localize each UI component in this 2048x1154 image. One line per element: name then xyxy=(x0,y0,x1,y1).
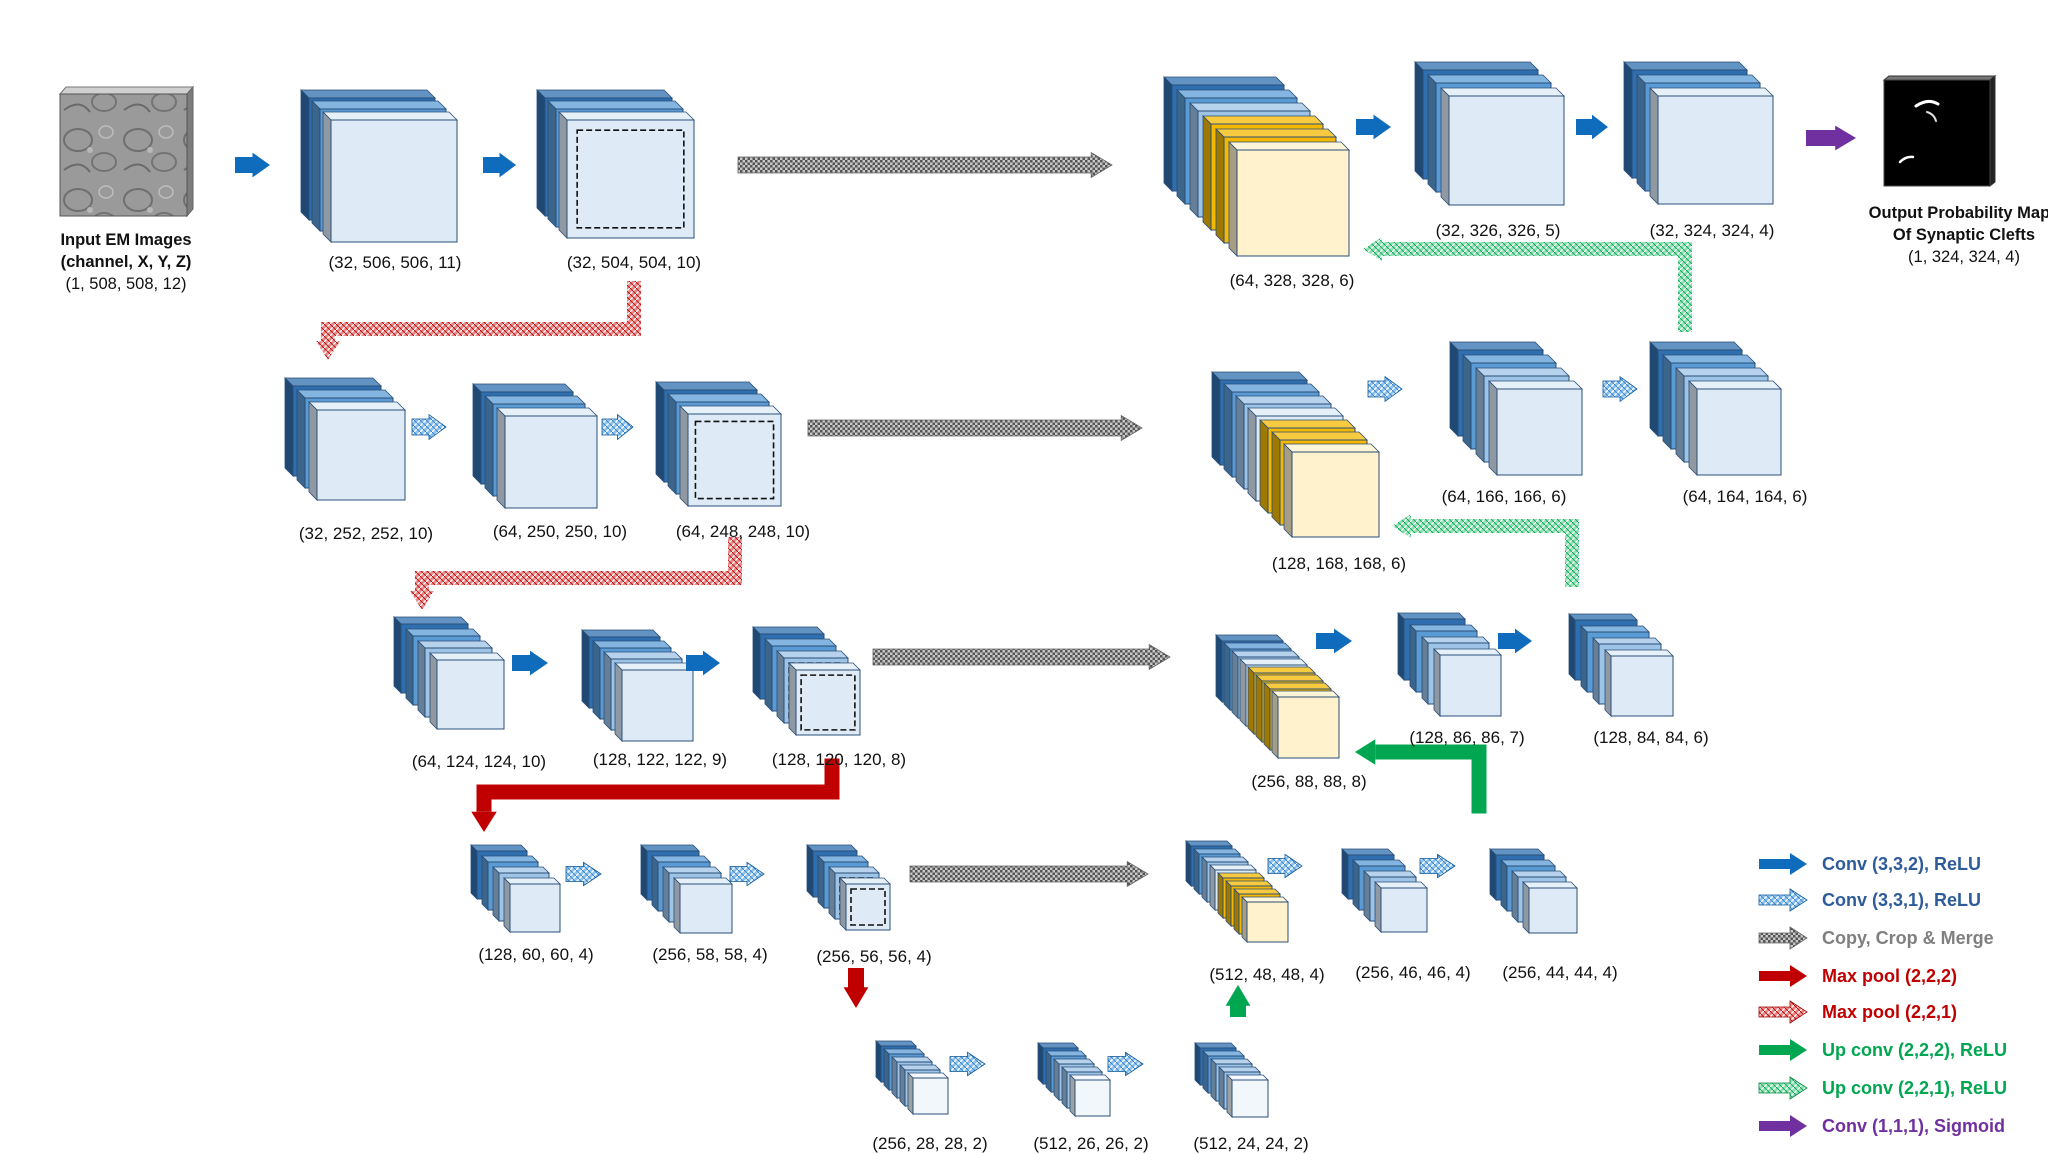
block-stack-d3b xyxy=(1568,613,1674,717)
arrow-input-conv xyxy=(235,152,270,178)
arrow-maxpool-l1 xyxy=(316,281,641,360)
block-stack-b2 xyxy=(1037,1042,1111,1117)
block-stack-d1b xyxy=(1623,61,1774,205)
arrow-d2-conv-b xyxy=(1602,375,1638,403)
block-stack-d3a xyxy=(1397,612,1502,717)
arrow-maxpool-l2 xyxy=(410,537,742,610)
arrow-d4-conv-a xyxy=(1267,853,1303,879)
block-stack-e2b xyxy=(472,383,598,509)
arrow-d2-conv-a xyxy=(1367,375,1403,403)
arrow-copy-l1 xyxy=(737,151,1113,179)
block-stack-e4a xyxy=(470,844,561,933)
layer-blocks xyxy=(284,61,1782,1118)
input-output-images xyxy=(58,74,1997,218)
block-stack-e3a xyxy=(393,616,505,730)
arrow-d1-conv-b xyxy=(1576,114,1608,140)
block-stack-e1b xyxy=(536,89,695,239)
arrow-upconv-l4 xyxy=(1225,985,1251,1017)
arrow-copy-l2 xyxy=(807,414,1143,442)
arrow-d3-conv-a xyxy=(1316,628,1352,654)
block-stack-e1a xyxy=(300,89,458,243)
arrow-e2-conv-b xyxy=(601,413,634,441)
arrow-d3-conv-b xyxy=(1498,628,1532,654)
block-stack-e2c xyxy=(655,381,782,507)
arrow-e3-conv-a xyxy=(512,650,548,676)
arrow-output-sigmoid xyxy=(1806,125,1856,151)
arrow-copy-l3 xyxy=(872,643,1171,671)
arrow-e3-conv-b xyxy=(686,650,720,676)
block-stack-d2m xyxy=(1211,371,1380,538)
arrow-e1-conv xyxy=(483,152,516,178)
block-stack-b3 xyxy=(1194,1042,1269,1118)
arrow-e4-conv-b xyxy=(729,861,765,887)
block-stack-e3b xyxy=(581,629,694,742)
arrow-d1-conv-a xyxy=(1356,114,1391,140)
block-stack-d4m xyxy=(1185,840,1289,943)
arrow-d4-conv-b xyxy=(1419,853,1456,879)
block-stack-d2a xyxy=(1449,341,1583,476)
block-stack-d4b xyxy=(1489,848,1578,934)
arrow-maxpool-l3 xyxy=(471,758,840,832)
block-stack-d3m xyxy=(1215,634,1340,759)
block-stack-d4a xyxy=(1341,848,1428,933)
block-stack-d1a xyxy=(1414,61,1565,206)
arrow-upconv-l3 xyxy=(1355,739,1487,814)
block-stack-b1 xyxy=(875,1040,949,1115)
arrow-upconv-l2 xyxy=(1392,514,1579,587)
operation-arrows xyxy=(235,114,1856,1077)
arrow-maxpool-l4 xyxy=(843,968,869,1008)
arrow-copy-l4 xyxy=(909,860,1149,888)
input-em-image-icon xyxy=(58,85,195,218)
block-stack-e4b xyxy=(640,844,733,934)
arrow-e2-conv-a xyxy=(411,413,447,441)
output-probability-map-icon xyxy=(1882,74,1997,188)
block-stack-d1m xyxy=(1163,76,1350,257)
arrow-b-conv-a xyxy=(949,1051,986,1077)
arrow-b-conv-b xyxy=(1107,1051,1144,1077)
block-stack-e2a xyxy=(284,377,406,501)
arrow-e4-conv-a xyxy=(565,861,602,887)
block-stack-e4c xyxy=(806,844,891,931)
arrow-upconv-l1 xyxy=(1363,237,1692,332)
block-stack-e3c xyxy=(752,626,861,736)
block-stack-d2b xyxy=(1649,341,1782,476)
